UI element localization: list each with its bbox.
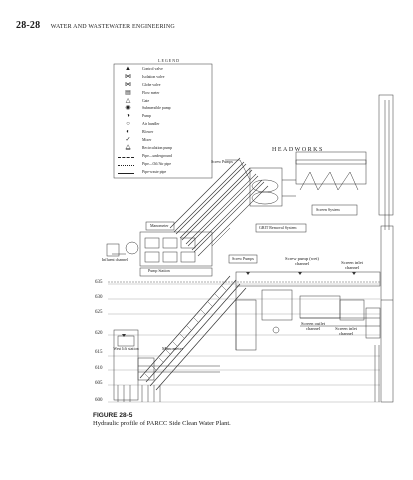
- pipe-oil-air-line: [118, 164, 134, 166]
- legend-item: ◑Pump: [112, 113, 220, 121]
- figure-caption-text: Hydraulic profile of PARCC Side Clean Wa…: [93, 420, 231, 427]
- screen-system-box: [311, 204, 358, 216]
- legend-item: ○Air handler: [112, 121, 220, 129]
- legend-item: Pipe-waste pipe: [112, 169, 220, 177]
- screen-system-label: Screen System: [316, 207, 340, 212]
- screen-outlet-label: Screen outlet channel: [300, 321, 326, 331]
- recirculation-pump-icon: ⧋: [125, 144, 131, 151]
- pump-icon: ◑: [126, 113, 130, 120]
- elevation-label: 620: [95, 331, 103, 336]
- globe-valve-icon: ⋈: [125, 81, 131, 88]
- elevation-label: 605: [95, 381, 103, 386]
- manometer-lower-label: Manometer: [162, 346, 184, 351]
- air-handler-icon: ○: [126, 121, 130, 128]
- elevation-label: 630: [95, 295, 103, 300]
- submersible-pump-icon: ◉: [125, 105, 131, 112]
- grit-removal-label: GRIT Removal System: [259, 225, 297, 230]
- elevation-label: 635: [95, 280, 103, 285]
- influent-label: Influent channel: [101, 257, 129, 262]
- mixer-icon: ✓: [125, 137, 131, 144]
- figure-caption: FIGURE 28-5 Hydraulic profile of PARCC S…: [93, 412, 231, 428]
- figure-number: FIGURE 28-5: [93, 412, 133, 419]
- book-title: WATER AND WASTEWATER ENGINEERING: [50, 24, 175, 30]
- manometer-upper-box: [145, 221, 175, 231]
- pipe-underground-line: [118, 156, 134, 158]
- screen-inlet-lower-label: Screen inlet channel: [335, 326, 357, 336]
- legend-item: ⧋Recirculation pump: [112, 145, 220, 153]
- elevation-label: 610: [95, 366, 103, 371]
- legend-item: △Gate: [112, 98, 220, 106]
- page-number: 28-28: [16, 20, 41, 31]
- blower-icon: ◐: [126, 129, 130, 136]
- screw-pumps-box: [228, 254, 258, 264]
- screw-pumps-upper-label: Screw Pumps: [211, 159, 233, 164]
- legend-item: ⋈Isolation valve: [112, 74, 220, 82]
- legend-item: ⋈Globe valve: [112, 82, 220, 90]
- legend-frame: [113, 63, 213, 179]
- legend-item: ✓Mixer: [112, 137, 220, 145]
- legend-item: ▤Flow meter: [112, 90, 220, 98]
- screen-inlet-channel-label: Screen inlet channel: [341, 260, 363, 270]
- elevation-label: 625: [95, 310, 103, 315]
- legend-item: Pipe—Oil/Air pipe: [112, 161, 220, 169]
- legend: LEGEND ▲Control valve ⋈Isolation valve ⋈…: [112, 58, 220, 176]
- headworks-label: HEADWORKS: [272, 147, 324, 153]
- legend-item: ▲Control valve: [112, 66, 220, 74]
- isolation-valve-icon: ⋈: [125, 73, 131, 80]
- control-valve-icon: ▲: [125, 66, 131, 72]
- screw-pump-station-label: Screw pump (wet) channel: [285, 256, 319, 266]
- legend-item: ◉Submersible pump: [112, 105, 220, 113]
- screw-pumps-label: Screw Pumps: [232, 256, 254, 261]
- elevation-label: 615: [95, 350, 103, 355]
- manometer-upper-label: Manometer: [150, 223, 169, 228]
- running-header: 28-28 WATER AND WASTEWATER ENGINEERING: [16, 20, 175, 31]
- pump-station-label: Pump Station: [148, 268, 170, 273]
- gate-icon: △: [125, 97, 131, 104]
- legend-title: LEGEND: [158, 58, 180, 63]
- pipe-waste-line: [118, 172, 134, 174]
- west-lift-label: West lift station: [113, 346, 139, 351]
- grit-removal-box: [255, 223, 307, 233]
- legend-item: Pipe—underground: [112, 153, 220, 161]
- legend-item: ◐Blower: [112, 129, 220, 137]
- flow-meter-icon: ▤: [125, 89, 131, 96]
- elevation-label: 600: [95, 398, 103, 403]
